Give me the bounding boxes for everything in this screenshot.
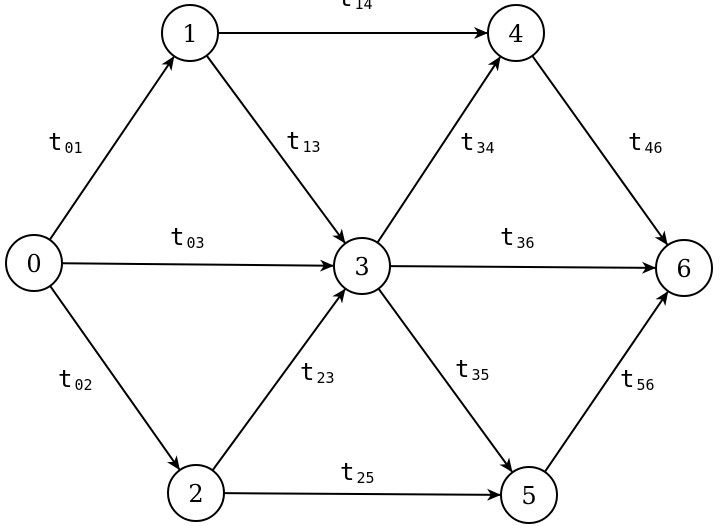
node-label: 1 xyxy=(182,20,197,48)
node-circle xyxy=(333,237,391,295)
edge-arrow-0-1 xyxy=(48,56,175,241)
node-circle xyxy=(5,234,63,292)
edge-arrow-3-5 xyxy=(377,288,513,473)
node-circle xyxy=(487,4,545,62)
edge-label-subscript: 03 xyxy=(186,234,204,252)
node-circle xyxy=(167,464,225,522)
edge-label-main: t xyxy=(58,365,72,393)
node-3: 3 xyxy=(333,237,391,295)
node-4: 4 xyxy=(487,4,545,62)
edge-label-main: t xyxy=(338,0,352,12)
node-circle xyxy=(500,466,558,524)
edge-label-main: t xyxy=(300,358,314,386)
edge-label-subscript: 25 xyxy=(356,469,374,487)
edge-label-subscript: 23 xyxy=(316,369,334,387)
edge-label-main: t xyxy=(628,128,642,156)
node-label: 5 xyxy=(521,482,536,510)
edge-label-1-4: t14 xyxy=(338,0,373,13)
edge-label-subscript: 56 xyxy=(636,376,654,394)
edge-label-main: t xyxy=(286,127,300,155)
node-5: 5 xyxy=(500,466,558,524)
edge-label-subscript: 46 xyxy=(644,139,662,157)
edge-arrow-1-3 xyxy=(205,54,346,244)
node-label: 3 xyxy=(354,253,369,281)
edge-arrow-0-3 xyxy=(61,259,335,272)
edge-label-subscript: 14 xyxy=(354,0,372,13)
node-label: 0 xyxy=(26,250,41,278)
node-label: 6 xyxy=(676,255,691,283)
edge-labels-layer: t01t03t02t14t13t23t25t34t36t35t46t56 xyxy=(48,0,663,487)
edge-arrow-4-6 xyxy=(531,55,668,246)
edge-label-subscript: 34 xyxy=(476,139,494,157)
node-circle xyxy=(161,4,219,62)
edge-arrow-3-6 xyxy=(389,261,657,274)
edge-arrow-3-4 xyxy=(376,56,501,244)
edge-label-subscript: 01 xyxy=(64,139,82,157)
edge-arrow-2-5 xyxy=(223,488,502,501)
node-0: 0 xyxy=(5,234,63,292)
edge-label-main: t xyxy=(500,223,514,251)
edge-label-main: t xyxy=(620,365,634,393)
edge-label-subscript: 02 xyxy=(74,376,92,394)
edge-label-main: t xyxy=(340,458,354,486)
edges-layer xyxy=(48,27,669,501)
node-label: 2 xyxy=(188,480,203,508)
edge-label-subscript: 36 xyxy=(516,234,534,252)
node-6: 6 xyxy=(655,239,713,297)
edge-arrow-5-6 xyxy=(543,291,669,473)
node-label: 4 xyxy=(508,20,523,48)
edge-label-main: t xyxy=(48,128,62,156)
edge-arrow-0-2 xyxy=(49,285,181,471)
node-2: 2 xyxy=(167,464,225,522)
edge-label-main: t xyxy=(460,128,474,156)
edge-label-main: t xyxy=(170,223,184,251)
node-circle xyxy=(655,239,713,297)
edge-label-subscript: 35 xyxy=(471,366,489,384)
edge-label-main: t xyxy=(455,355,469,383)
edge-arrow-2-3 xyxy=(211,288,346,471)
node-1: 1 xyxy=(161,4,219,62)
edge-label-subscript: 13 xyxy=(302,138,320,156)
